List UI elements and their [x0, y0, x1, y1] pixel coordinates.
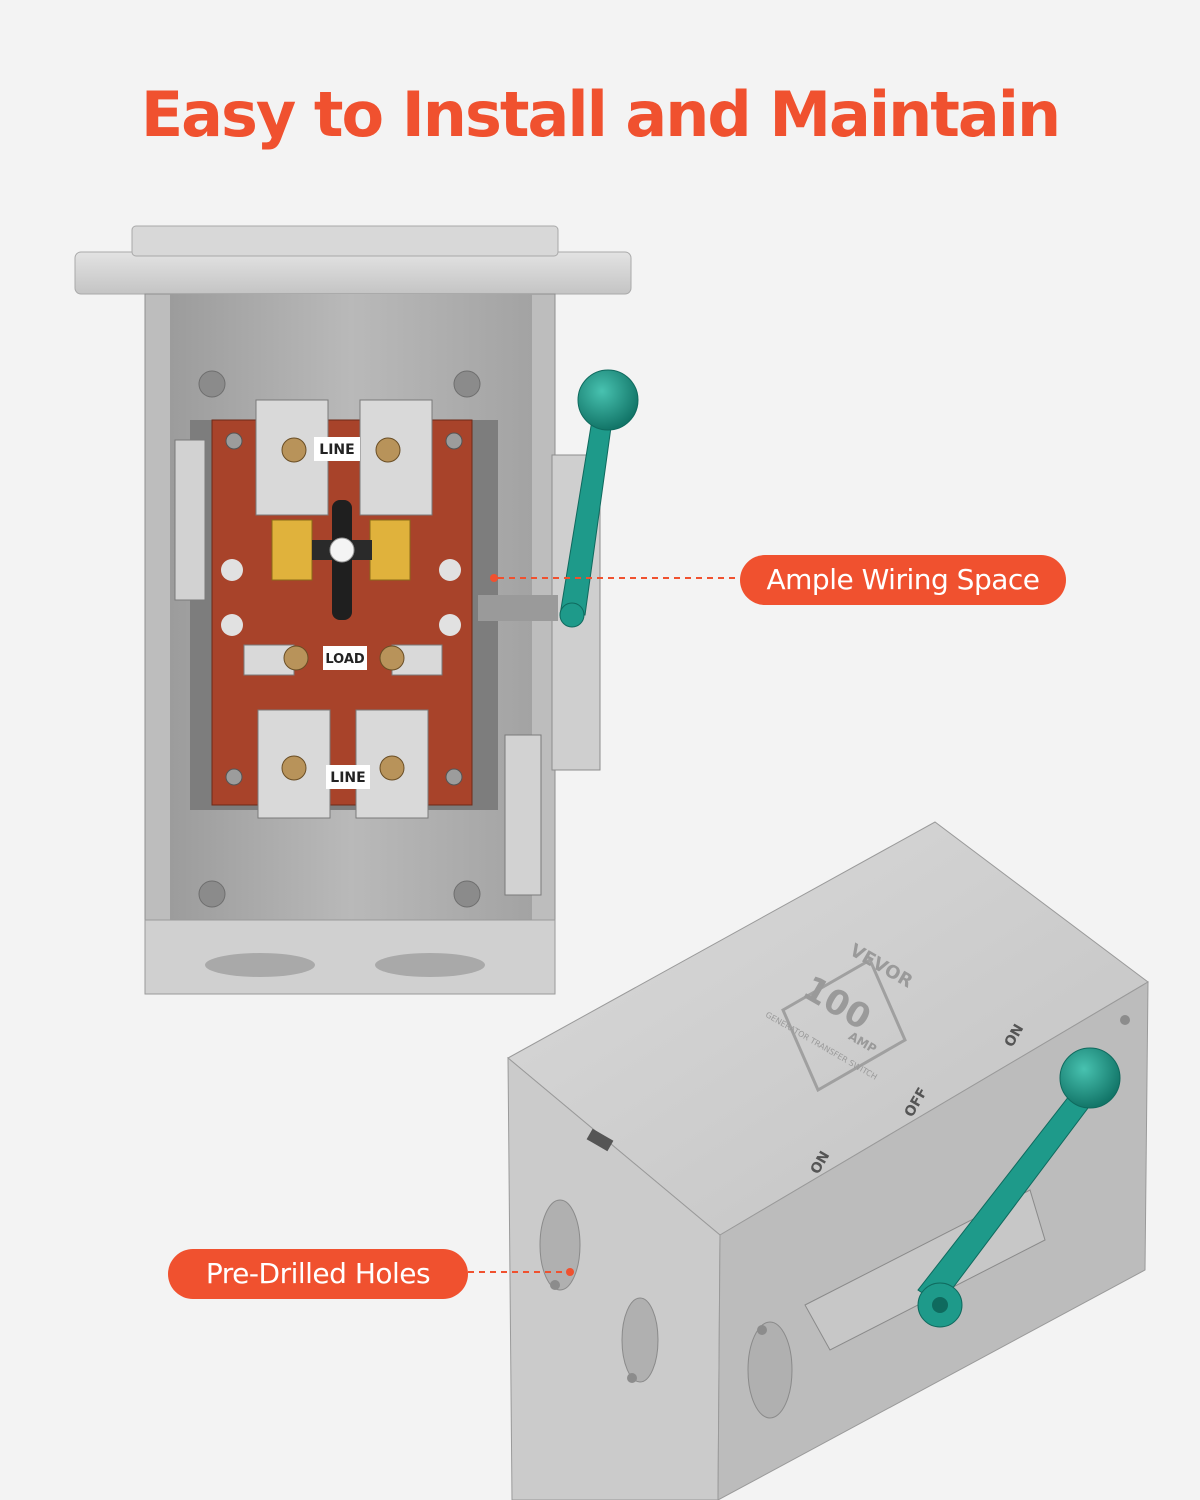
label-line-top: LINE — [319, 442, 354, 458]
leader-holes — [468, 1268, 574, 1276]
leader-wiring — [490, 574, 740, 582]
callout-pre-drilled-holes: Pre-Drilled Holes — [168, 1249, 468, 1299]
closed-enclosure: VEVOR 100 AMP GENERATOR TRANSFER SWITCH … — [507, 821, 1149, 1500]
open-enclosure: LINE LOAD LINE — [74, 225, 632, 995]
label-load: LOAD — [325, 652, 365, 667]
label-line-bottom: LINE — [330, 770, 365, 786]
headline: Easy to Install and Maintain — [140, 78, 1061, 151]
operating-handle — [559, 369, 639, 628]
operating-handle-closed — [917, 1047, 1121, 1328]
callout-ample-wiring-space: Ample Wiring Space — [740, 555, 1066, 605]
